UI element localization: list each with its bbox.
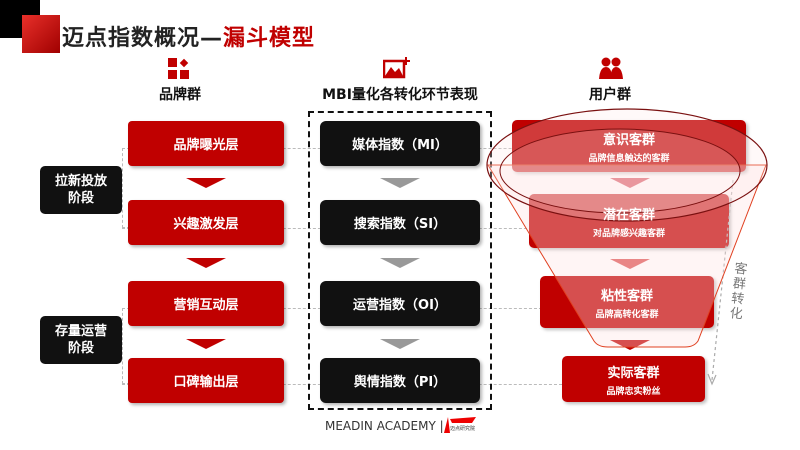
down-arrow-icon xyxy=(186,258,226,268)
index-box: 舆情指数（PI） xyxy=(320,358,480,403)
stage-label-retention: 存量运营阶段 xyxy=(40,316,122,364)
down-arrow-icon xyxy=(186,178,226,188)
brand-layer: 兴趣激发层 xyxy=(128,200,284,245)
grid-icon xyxy=(168,58,190,80)
down-arrow-icon xyxy=(186,339,226,349)
down-arrow-icon xyxy=(380,178,420,188)
down-arrow-icon xyxy=(610,259,650,269)
user-group: 实际客群品牌忠实粉丝 xyxy=(562,356,705,402)
users-column-header: 用户群 xyxy=(589,87,631,103)
index-box: 运营指数（OI） xyxy=(320,281,480,326)
brand-column-header: 品牌群 xyxy=(159,87,201,103)
index-box: 搜索指数（SI） xyxy=(320,200,480,245)
user-group: 潜在客群对品牌感兴趣客群 xyxy=(529,194,729,248)
mbi-column-header: MBI量化各转化环节表现 xyxy=(322,87,478,103)
deco-red-square xyxy=(22,15,60,53)
brand-layer: 营销互动层 xyxy=(128,281,284,326)
stage-label-acquisition: 拉新投放阶段 xyxy=(40,166,122,214)
stage-bracket xyxy=(122,308,130,384)
down-arrow-icon xyxy=(610,178,650,188)
meadin-logo xyxy=(442,417,476,433)
user-group: 意识客群品牌信息触达的客群 xyxy=(512,120,746,172)
index-box: 媒体指数（MI） xyxy=(320,121,480,166)
down-arrow-icon xyxy=(610,340,650,350)
footer-logo-text: 迈点研究院 xyxy=(450,426,476,432)
user-group: 粘性客群品牌高转化客群 xyxy=(540,276,714,328)
brand-layer: 品牌曝光层 xyxy=(128,121,284,166)
down-arrow-icon xyxy=(380,339,420,349)
brand-layer: 口碑输出层 xyxy=(128,358,284,403)
users-icon xyxy=(598,56,624,80)
page-title: 迈点指数概况—漏斗模型 xyxy=(62,26,316,51)
stage-bracket xyxy=(122,148,130,228)
down-arrow-icon xyxy=(380,258,420,268)
footer-text: MEADIN ACADEMY | xyxy=(325,419,444,433)
image-add-icon xyxy=(382,56,411,80)
